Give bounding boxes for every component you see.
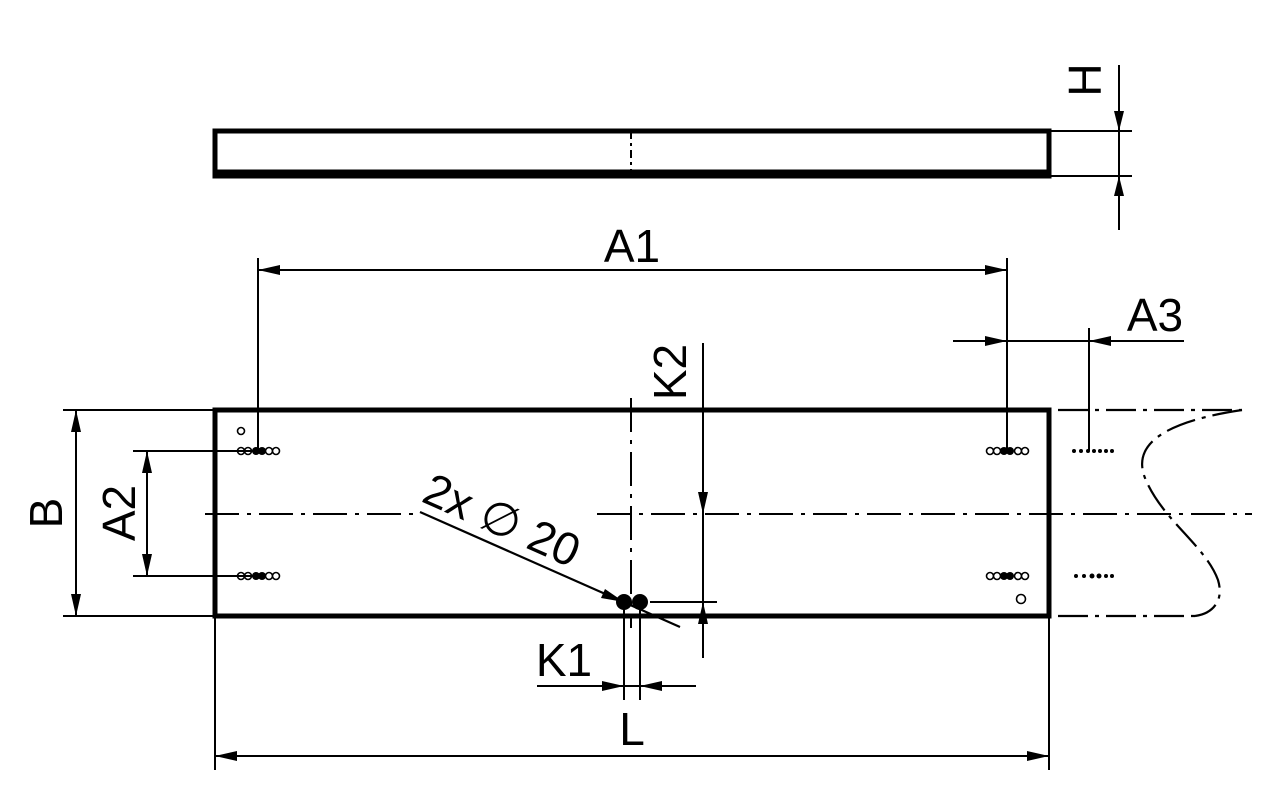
dimension-b: B: [20, 409, 215, 617]
label-k2: K2: [644, 344, 696, 400]
dimension-a2: A2: [93, 450, 262, 577]
plate-view: [205, 398, 1252, 628]
hole-callout-leader: [419, 510, 681, 629]
dimension-k2: K2: [644, 343, 717, 658]
a3-arrow-right: [1089, 336, 1111, 346]
a2-arrow-top: [142, 451, 152, 473]
label-b: B: [20, 498, 72, 529]
a3-arrow-left: [985, 336, 1007, 346]
hole-group-right-bottom: [985, 571, 1030, 605]
label-a2: A2: [93, 485, 145, 541]
label-a1: A1: [604, 220, 660, 272]
k2-arrow-top: [698, 492, 708, 514]
b-arrow-bottom: [71, 594, 81, 616]
label-k1: K1: [536, 634, 592, 686]
h-arrow-bottom: [1114, 176, 1124, 196]
hole-callout-arrow: [601, 589, 624, 602]
dimension-a1: A1: [257, 220, 1008, 451]
break-curve: [1141, 408, 1243, 618]
hole-group-extension-bottom: [1074, 573, 1114, 579]
hole-group-extension-top: [1072, 449, 1114, 453]
l-arrow-right: [1027, 751, 1049, 761]
a1-arrow-right: [985, 265, 1007, 275]
label-hole-callout: 2x ∅ 20: [416, 463, 588, 578]
h-arrow-top: [1114, 111, 1124, 131]
side-view: [212, 128, 1052, 180]
label-a3: A3: [1127, 289, 1183, 341]
dimension-k1: K1: [536, 602, 696, 700]
hole-group-right-top: [985, 446, 1030, 456]
label-h: H: [1059, 63, 1111, 96]
a1-arrow-left: [258, 265, 280, 275]
l-arrow-left: [215, 751, 237, 761]
k2-arrow-bottom: [698, 602, 708, 624]
b-arrow-top: [71, 410, 81, 432]
dimension-h: H: [1049, 63, 1132, 230]
dimension-l: L: [214, 616, 1050, 770]
k1-arrow-right: [640, 681, 662, 691]
dimension-a3: A3: [953, 289, 1184, 451]
hole-group-left-bottom: [236, 571, 281, 581]
a2-arrow-bottom: [142, 554, 152, 576]
k1-arrow-left: [602, 681, 624, 691]
label-l: L: [619, 703, 645, 755]
